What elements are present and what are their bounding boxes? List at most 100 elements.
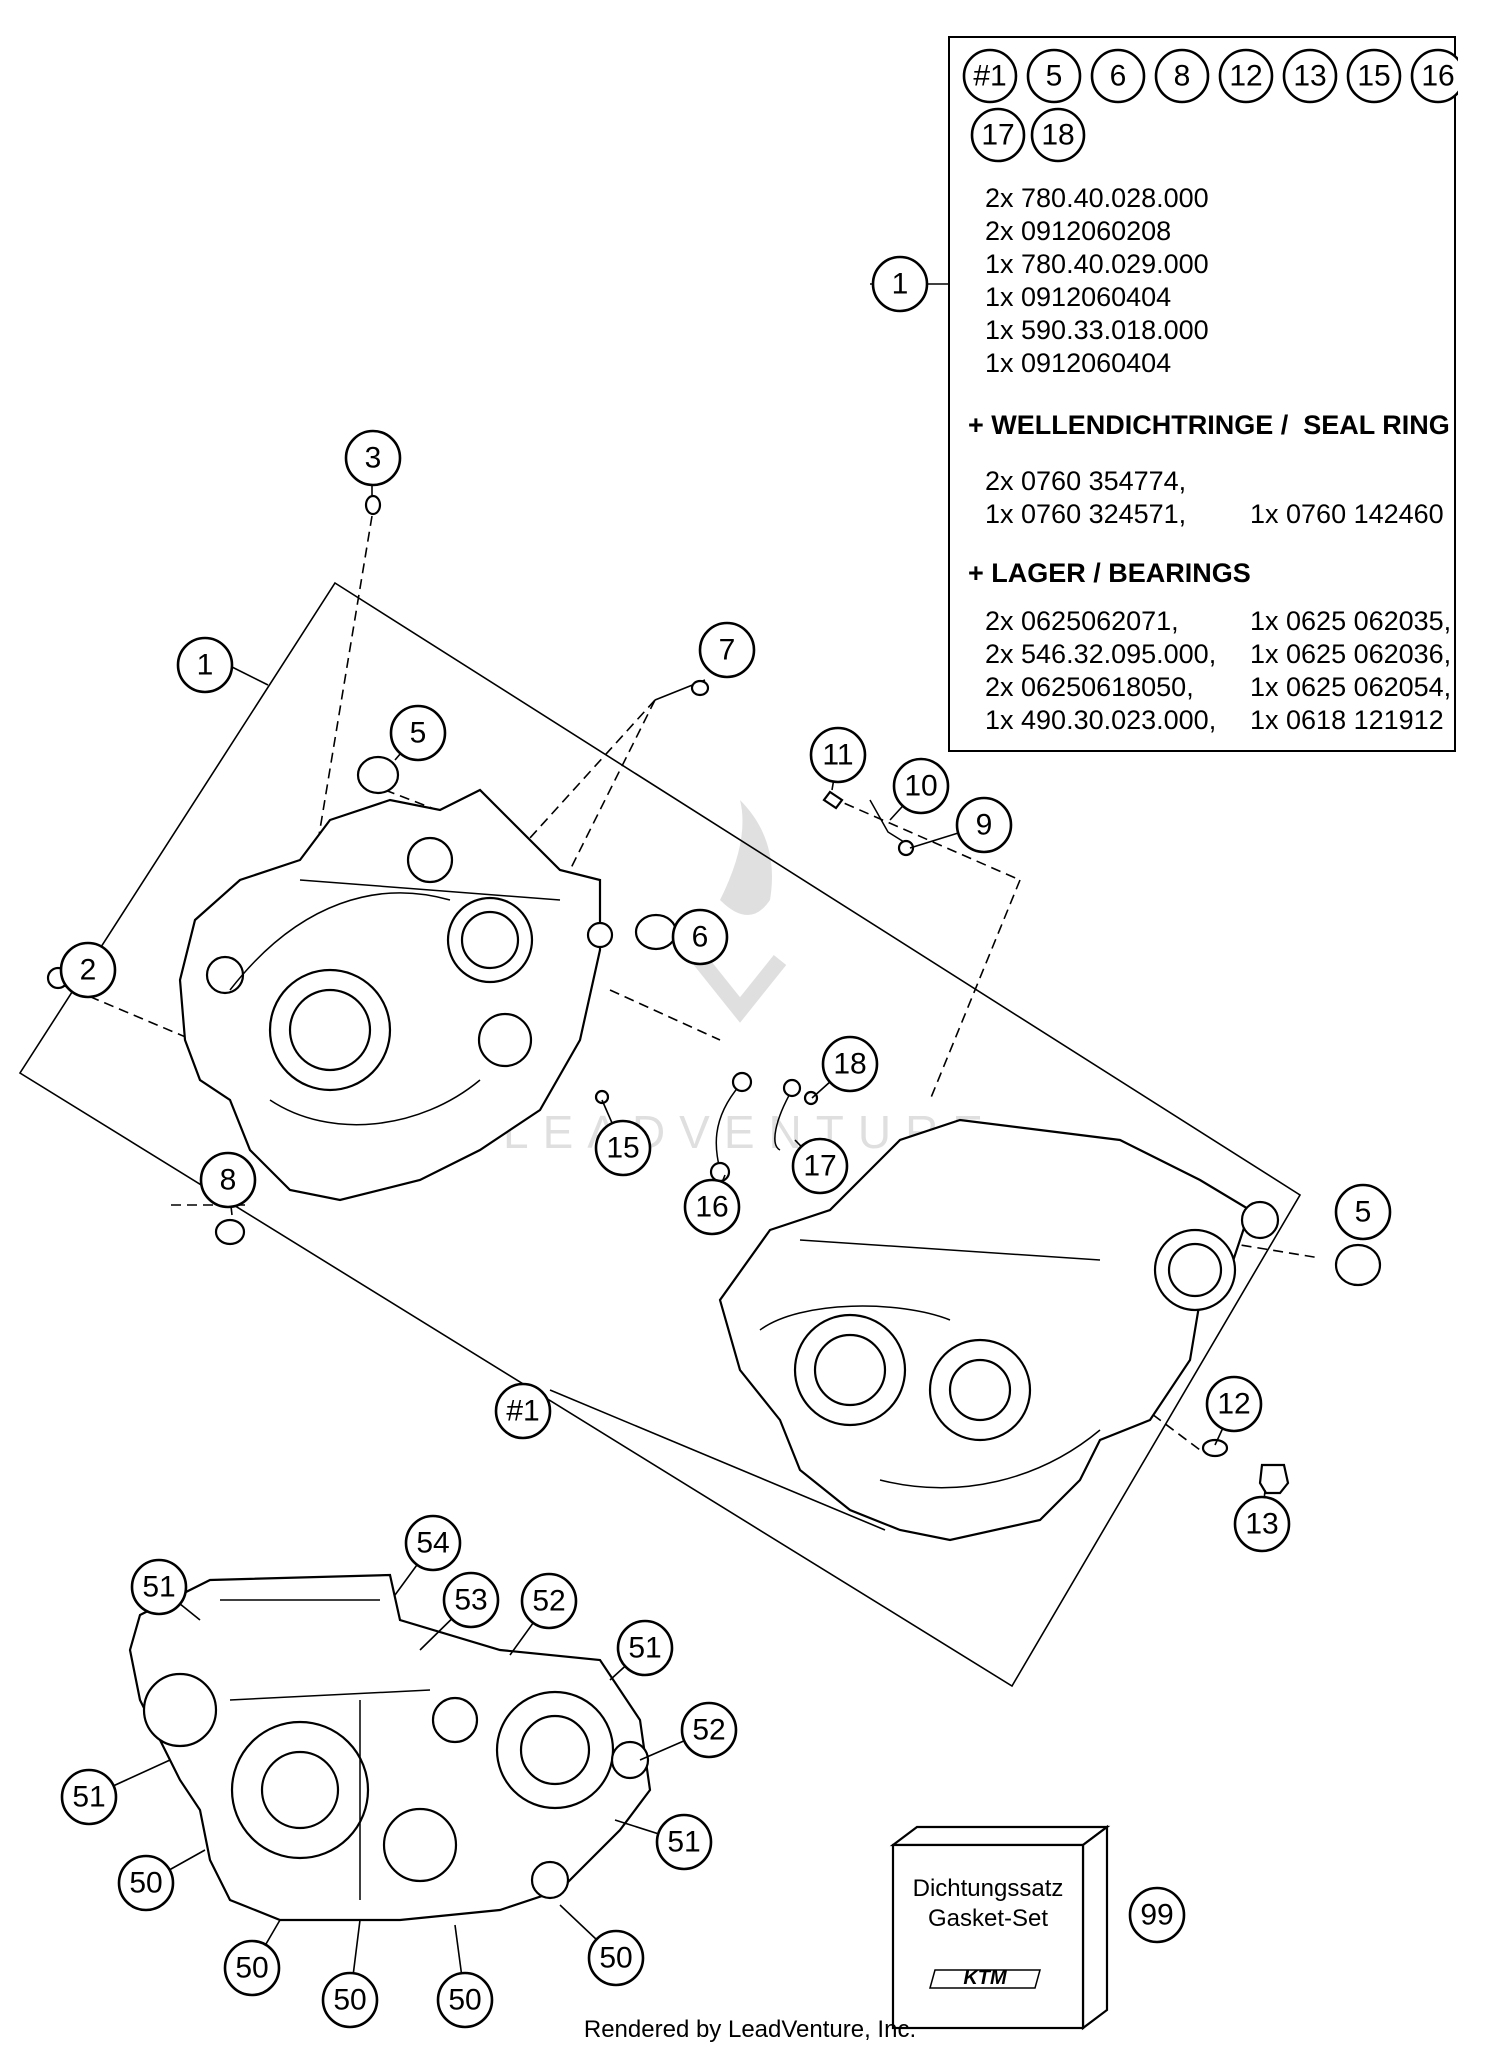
gasket-label-de: Dichtungssatz [912, 1875, 1064, 1902]
callout-c1b: 1 [871, 255, 929, 313]
callout-c6: 6 [671, 908, 729, 966]
callout-circle [520, 1572, 578, 1630]
callout-label: 12 [1217, 1388, 1250, 1421]
callout-c8: 8 [199, 1151, 257, 1216]
callout-c50d: 50 [436, 1924, 494, 2029]
callout-label: 51 [667, 1826, 700, 1859]
callout-c11: 11 [809, 726, 867, 791]
header-callout-label: 12 [1229, 60, 1262, 93]
part-6-bushing [634, 913, 678, 951]
part-9-oring [897, 839, 915, 857]
callout-label: 5 [1355, 1196, 1372, 1229]
callout-c99: 99 [1128, 1886, 1186, 1944]
callout-label: 1 [892, 268, 909, 301]
header-callout-circle [970, 107, 1026, 163]
callout-label: 13 [1245, 1508, 1278, 1541]
header-callout-circle [1346, 48, 1402, 104]
callout-c51c: 51 [60, 1759, 171, 1826]
callout-label: 16 [695, 1191, 728, 1224]
callout-c50c: 50 [321, 1919, 379, 2029]
part-15-screw [594, 1089, 610, 1105]
part-line-6: 1x 0912060404 [985, 348, 1172, 378]
callout-c16: 16 [683, 1174, 741, 1236]
callout-label: 50 [448, 1984, 481, 2017]
callout-circle [1233, 1495, 1291, 1553]
header-callout-circle [1282, 48, 1338, 104]
callout-circle [698, 621, 756, 679]
part-8-dowel [214, 1218, 246, 1246]
callout-circle [344, 429, 402, 487]
part-11-screw [822, 790, 844, 810]
callout-label: 51 [72, 1781, 105, 1814]
callout-label: 52 [692, 1714, 725, 1747]
part-line-1: 2x 780.40.028.000 [985, 183, 1209, 213]
seal-line-3: 1x 0760 142460 [1250, 499, 1444, 529]
callout-label: 15 [606, 1132, 639, 1165]
header-callout-label: 18 [1041, 119, 1074, 152]
callout-label: 50 [235, 1952, 268, 1985]
callout-c5a: 5 [389, 704, 447, 762]
bearing-left-3: 2x 06250618050, [985, 672, 1194, 702]
callout-c18: 18 [811, 1035, 879, 1099]
leader-hash1 [549, 1389, 886, 1531]
lower-crankcase-view [128, 1573, 652, 1922]
callout-c51d: 51 [614, 1813, 713, 1871]
bearing-right-2: 1x 0625 062036, [1250, 639, 1452, 669]
callout-circle [176, 636, 234, 694]
part-12-washer [1201, 1438, 1229, 1458]
callout-circle [791, 1137, 849, 1195]
callout-circle [117, 1854, 175, 1912]
header-callout-label: #1 [973, 60, 1006, 93]
callout-label: 3 [365, 442, 382, 475]
callout-label: 6 [692, 921, 709, 954]
right-crankcase-half [718, 1118, 1280, 1542]
callout-c13: 13 [1233, 1489, 1291, 1553]
header-callout-circle [1218, 48, 1274, 104]
callout-label: #1 [506, 1395, 539, 1428]
part-13-plug [1258, 1463, 1290, 1495]
callout-label: 11 [822, 739, 853, 772]
callout-circle [199, 1151, 257, 1209]
callout-label: 51 [142, 1571, 175, 1604]
callout-circle [1205, 1375, 1263, 1433]
callout-label: 5 [410, 717, 427, 750]
header-callout-circle [1026, 48, 1082, 104]
callout-label: 53 [454, 1584, 487, 1617]
callout-circle [1128, 1886, 1186, 1944]
part-5b-seal [1334, 1243, 1382, 1287]
ktm-logo-shape [929, 1969, 1041, 1989]
callout-label: 99 [1140, 1899, 1173, 1932]
footer-credit: Rendered by LeadVenture, Inc. [583, 2016, 917, 2043]
callout-c12: 12 [1205, 1375, 1263, 1446]
callout-label: 50 [333, 1984, 366, 2017]
callout-circle [404, 1514, 462, 1572]
part-10-sensor [869, 799, 905, 843]
callout-c7: 7 [698, 621, 756, 679]
header-callout-label: 15 [1357, 60, 1390, 93]
callout-circle [60, 1768, 118, 1826]
callout-circle [59, 941, 117, 999]
part-line-5: 1x 590.33.018.000 [985, 315, 1209, 345]
header-callout-label: 8 [1174, 60, 1191, 93]
callout-circle [616, 1619, 674, 1677]
callout-c53: 53 [419, 1571, 500, 1651]
header-callout-label: 13 [1293, 60, 1326, 93]
callout-c17: 17 [791, 1137, 849, 1195]
leader-7-dash-a [509, 699, 656, 861]
leader-7-dash-b [559, 699, 656, 891]
callout-circle [821, 1035, 879, 1093]
part-line-4: 1x 0912060404 [985, 282, 1172, 312]
leader-1a [231, 666, 269, 686]
seal-line-1: 2x 0760 354774, [985, 466, 1187, 496]
callout-circle [223, 1939, 281, 1997]
bearing-right-4: 1x 0618 121912 [1250, 705, 1444, 735]
leader-11-dash-2 [929, 879, 1021, 1101]
gasket-label-en: Gasket-Set [927, 1905, 1049, 1932]
part-line-2: 2x 0912060208 [985, 216, 1172, 246]
header-callout-label: 5 [1046, 60, 1063, 93]
callout-c1a: 1 [176, 636, 234, 694]
callout-c51a: 51 [130, 1558, 201, 1621]
